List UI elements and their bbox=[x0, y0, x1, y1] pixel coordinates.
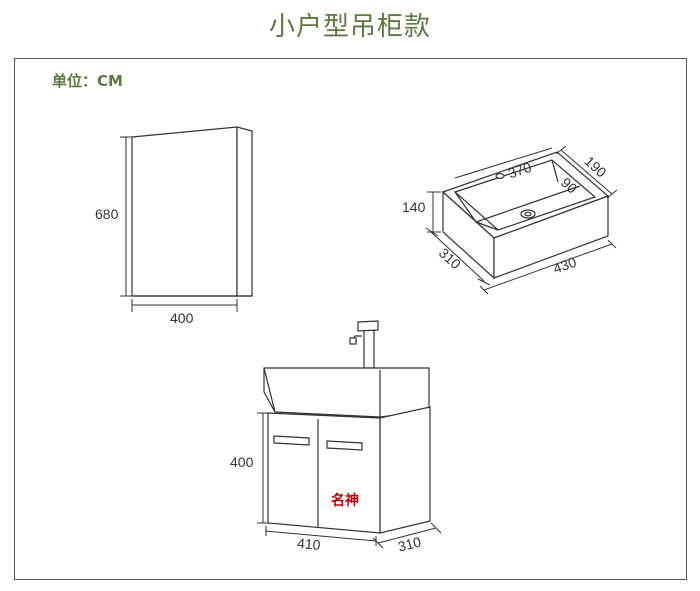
basin-drawing bbox=[441, 151, 610, 280]
faucet-hole bbox=[495, 173, 505, 180]
vanity-side bbox=[379, 406, 431, 534]
left-door-handle[interactable] bbox=[273, 435, 310, 446]
diagram-frame bbox=[14, 58, 687, 580]
vanity-basin bbox=[263, 367, 430, 418]
vanity-front bbox=[267, 412, 381, 534]
page-title: 小户型吊柜款 bbox=[268, 12, 431, 42]
vanity-width-label: 410 bbox=[296, 535, 321, 553]
mirror-height-dimension bbox=[120, 136, 132, 297]
basin-dimensions bbox=[425, 145, 618, 295]
unit-label: 单位：CM bbox=[52, 72, 123, 90]
right-door-handle[interactable] bbox=[326, 440, 363, 451]
mirror-height-label: 680 bbox=[95, 206, 119, 222]
brand-logo: 名神 bbox=[331, 492, 359, 509]
mirror-cabinet-front bbox=[131, 126, 238, 297]
faucet-drawing bbox=[349, 320, 379, 369]
vanity-depth-label: 310 bbox=[396, 533, 423, 554]
mirror-width-dimension bbox=[131, 299, 238, 312]
vanity-drawing bbox=[263, 367, 431, 534]
vanity-height-label: 400 bbox=[230, 454, 254, 470]
faucet-body bbox=[363, 329, 375, 369]
basin-length-label: 430 bbox=[551, 254, 579, 277]
basin-side-label: 310 bbox=[436, 245, 464, 273]
mirror-cabinet-side bbox=[236, 126, 253, 297]
basin-inner-rim bbox=[453, 159, 597, 231]
vanity-dimensions bbox=[257, 412, 442, 549]
basin-height-label: 140 bbox=[402, 199, 426, 215]
brand-mark: 名神 bbox=[331, 492, 359, 509]
mirror-cabinet-drawing bbox=[131, 126, 253, 297]
basin-front-side bbox=[493, 195, 609, 279]
mirror-width-label: 400 bbox=[170, 310, 194, 326]
basin-opening-label: 370 bbox=[506, 159, 533, 182]
